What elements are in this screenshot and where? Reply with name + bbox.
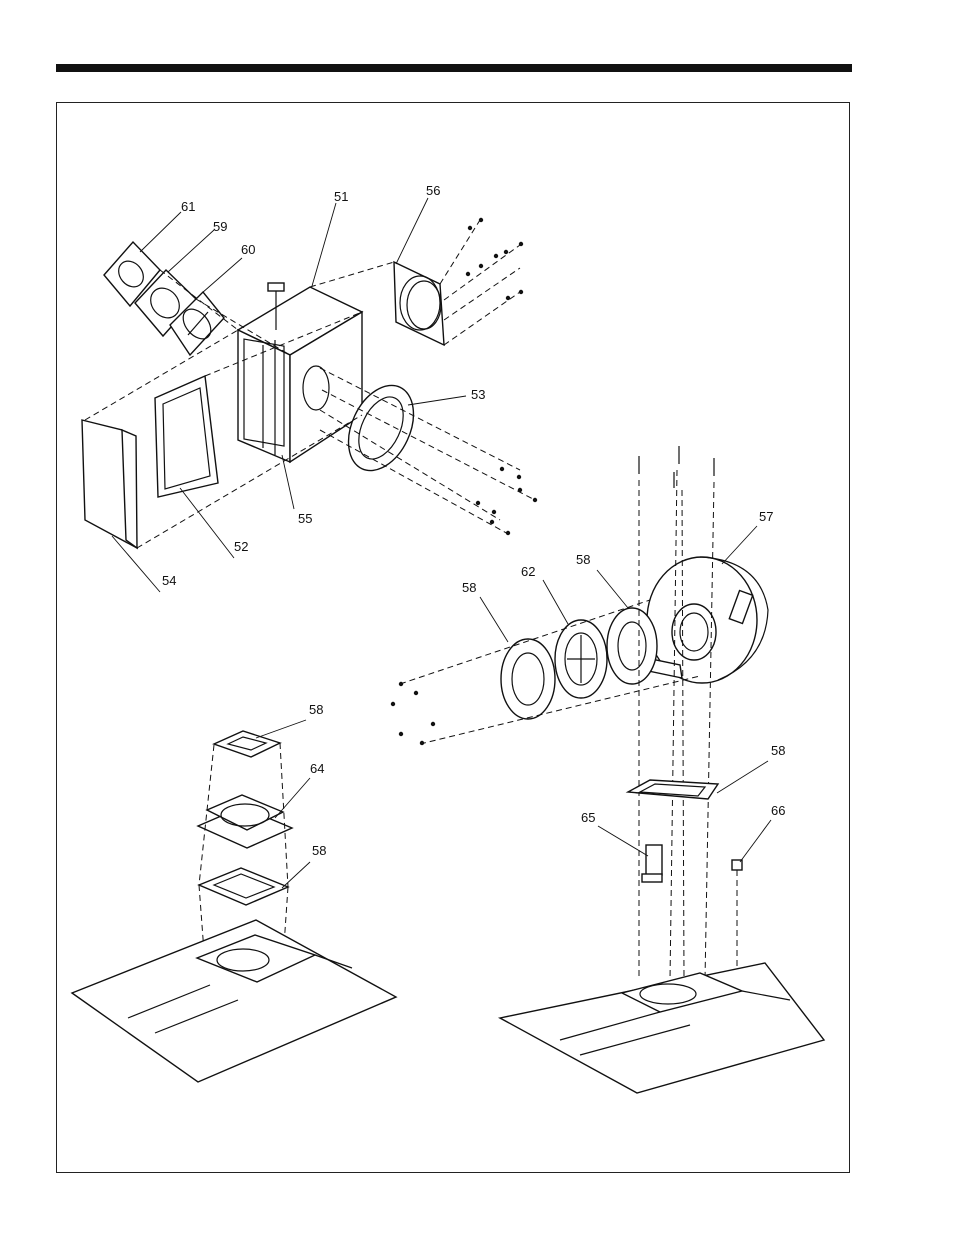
part-58-gasket-mid-left — [199, 868, 288, 905]
callout-58-ring-b: 58 — [576, 552, 590, 567]
callout-57: 57 — [759, 509, 773, 524]
callout-65: 65 — [581, 810, 595, 825]
part-58-ring-b — [607, 608, 657, 684]
callout-56: 56 — [426, 183, 440, 198]
callout-64: 64 — [310, 761, 324, 776]
callout-60: 60 — [241, 242, 255, 257]
part-64-collar — [198, 795, 292, 848]
callout-58-top-left: 58 — [309, 702, 323, 717]
callout-58-ring-a: 58 — [462, 580, 476, 595]
callout-54: 54 — [162, 573, 176, 588]
part-58-gasket-top-left — [214, 731, 280, 757]
left-screws-group — [391, 682, 435, 745]
part-62-damper — [555, 620, 607, 698]
callout-62: 62 — [521, 564, 535, 579]
right-base-plate — [500, 963, 824, 1093]
left-base-plate — [72, 920, 396, 1082]
part-51-housing — [238, 287, 362, 462]
callout-52: 52 — [234, 539, 248, 554]
part-54-cover — [82, 420, 137, 548]
callout-58-right: 58 — [771, 743, 785, 758]
upper-screws — [466, 218, 537, 535]
part-65-switch — [642, 845, 662, 882]
callout-51: 51 — [334, 189, 348, 204]
part-56-flange — [394, 262, 444, 345]
blower-top-screws — [639, 446, 737, 1040]
part-52-filter — [155, 376, 218, 497]
callout-66: 66 — [771, 803, 785, 818]
callout-59: 59 — [213, 219, 227, 234]
callout-61: 61 — [181, 199, 195, 214]
callout-labels: 61 59 60 51 56 53 55 52 54 57 58 62 58 5… — [162, 183, 785, 858]
callout-58-mid-left: 58 — [312, 843, 326, 858]
callout-55: 55 — [298, 511, 312, 526]
callout-53: 53 — [471, 387, 485, 402]
part-58-ring-a — [501, 639, 555, 719]
part-58-gasket-right — [628, 780, 718, 799]
